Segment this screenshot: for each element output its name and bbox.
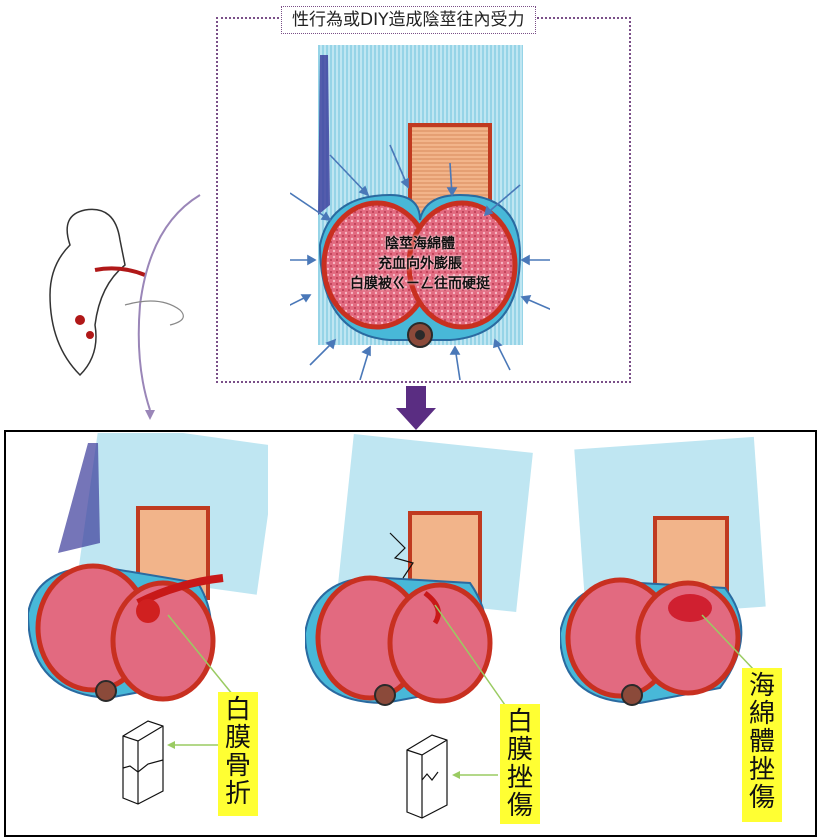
connector-arrow-2: [452, 771, 498, 779]
label-1-char-3: 骨: [224, 751, 251, 781]
center-line-1: 陰莖海綿體: [385, 236, 455, 252]
label-2-char-4: 傷: [506, 791, 533, 821]
panel-tunica-contusion: [305, 434, 533, 706]
cross-section-illustration: [290, 45, 550, 380]
down-arrow-icon: [396, 386, 436, 430]
label-tunica-fracture: 白 膜 骨 折: [218, 692, 258, 816]
label-3-char-3: 體: [748, 727, 775, 757]
label-2-char-2: 膜: [506, 735, 533, 765]
center-line-3: 白膜被ㄍㄧㄥ往而硬挺: [350, 276, 490, 292]
center-description: 陰莖海綿體 充血向外膨脹 白膜被ㄍㄧㄥ往而硬挺: [332, 234, 508, 294]
label-corpus-contusion: 海 綿 體 挫 傷: [742, 668, 782, 822]
center-line-2: 充血向外膨脹: [378, 256, 462, 272]
panel-corpus-contusion: [560, 436, 766, 706]
label-tunica-contusion: 白 膜 挫 傷: [500, 704, 540, 824]
label-3-char-2: 綿: [748, 699, 775, 729]
label-1-char-1: 白: [224, 695, 251, 725]
label-1-char-4: 折: [224, 779, 251, 809]
label-1-char-2: 膜: [224, 723, 251, 753]
label-2-char-3: 挫: [506, 763, 533, 793]
label-2-char-1: 白: [506, 707, 533, 737]
label-3-char-5: 傷: [748, 783, 775, 813]
cracked-block-icon: [406, 734, 448, 819]
bottom-box: [4, 430, 817, 837]
panel-tunica-fracture: [28, 433, 268, 702]
label-3-char-1: 海: [748, 671, 775, 701]
connector-arrow-1: [167, 741, 220, 749]
head-figure-icon: [49, 194, 201, 420]
label-3-char-4: 挫: [748, 755, 775, 785]
top-title: 性行為或DIY造成陰莖往內受力: [281, 6, 536, 34]
fractured-block-icon: [122, 720, 164, 805]
